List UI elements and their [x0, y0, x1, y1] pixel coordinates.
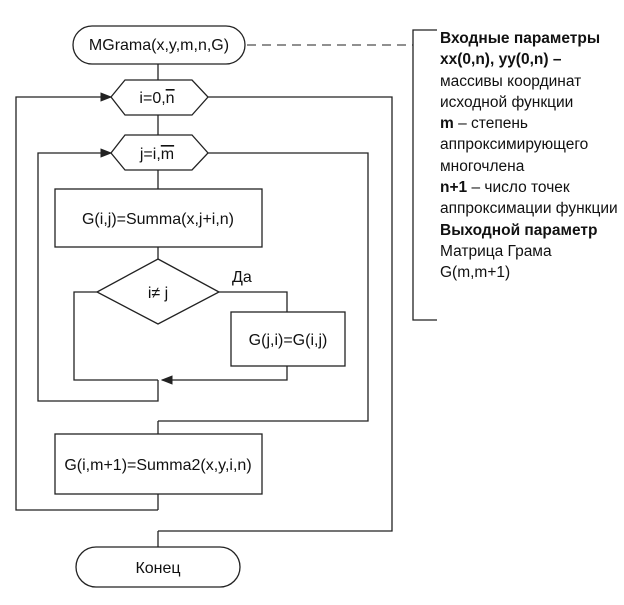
points-label: n+1 — [440, 179, 468, 197]
process-assign-symmetric — [230, 311, 346, 367]
start-terminator — [72, 25, 246, 65]
end-terminator — [75, 546, 241, 588]
output-description: Матрица Грама G(m,m+1) — [440, 242, 552, 282]
loop-i-return-path — [15, 92, 158, 511]
start-label: MGrama(x,y,m,n,G) — [89, 37, 229, 54]
loop-j-range-start: j=i, — [139, 146, 161, 163]
loop-i-exit-path — [158, 96, 393, 532]
output-param-title: Выходной параметр — [440, 221, 598, 239]
decision-label: i≠ j — [148, 285, 168, 302]
loop-i-range-start: i=0, — [139, 90, 165, 107]
process-assign-symmetric-label: G(j,i)=G(i,j) — [249, 332, 328, 349]
process-assign-last — [54, 433, 263, 495]
condition-yes-merge-path — [160, 366, 288, 385]
input-params-title: Входные параметры — [440, 30, 601, 47]
arrays-label: xx(0,n), yy(0,n) – — [440, 51, 562, 69]
loop-i-header — [110, 79, 209, 116]
loop-j-range-end: m — [161, 146, 174, 163]
arrays-description: xx(0,n), yy(0,n) – массивы координат исх… — [440, 49, 622, 113]
arrays-text: массивы координат исходной функции — [440, 72, 582, 111]
loop-j-exit-path — [158, 152, 369, 422]
degree-description: m – степень аппроксимирующего многочлена — [440, 113, 622, 177]
process-assign-last-label: G(i,m+1)=Summa2(x,y,i,n) — [64, 457, 251, 474]
loop-j-header — [110, 134, 209, 171]
condition-yes-path — [219, 291, 288, 312]
process-assign-g — [54, 188, 263, 248]
loop-i-label: i=0,n — [139, 90, 174, 107]
points-text: – число точек аппроксимации функции — [440, 179, 618, 218]
loop-j-return-path — [37, 148, 159, 402]
points-description: n+1 – число точек аппроксимации функции — [440, 177, 622, 220]
process-assign-g-label: G(i,j)=Summa(x,j+i,n) — [82, 211, 234, 228]
condition-no-path — [73, 291, 158, 381]
degree-label: m — [440, 115, 454, 133]
yes-branch-label: Да — [232, 269, 252, 286]
decision-i-not-equal-j — [95, 258, 221, 325]
parameters-annotation: Входные параметры xx(0,n), yy(0,n) – мас… — [440, 28, 622, 284]
loop-i-range-end: n — [166, 90, 175, 107]
loop-j-label: j=i,m — [139, 146, 174, 163]
degree-text: – степень аппроксимирующего многочлена — [440, 115, 589, 175]
end-label: Конец — [135, 560, 180, 577]
annotation-bracket — [412, 29, 437, 321]
